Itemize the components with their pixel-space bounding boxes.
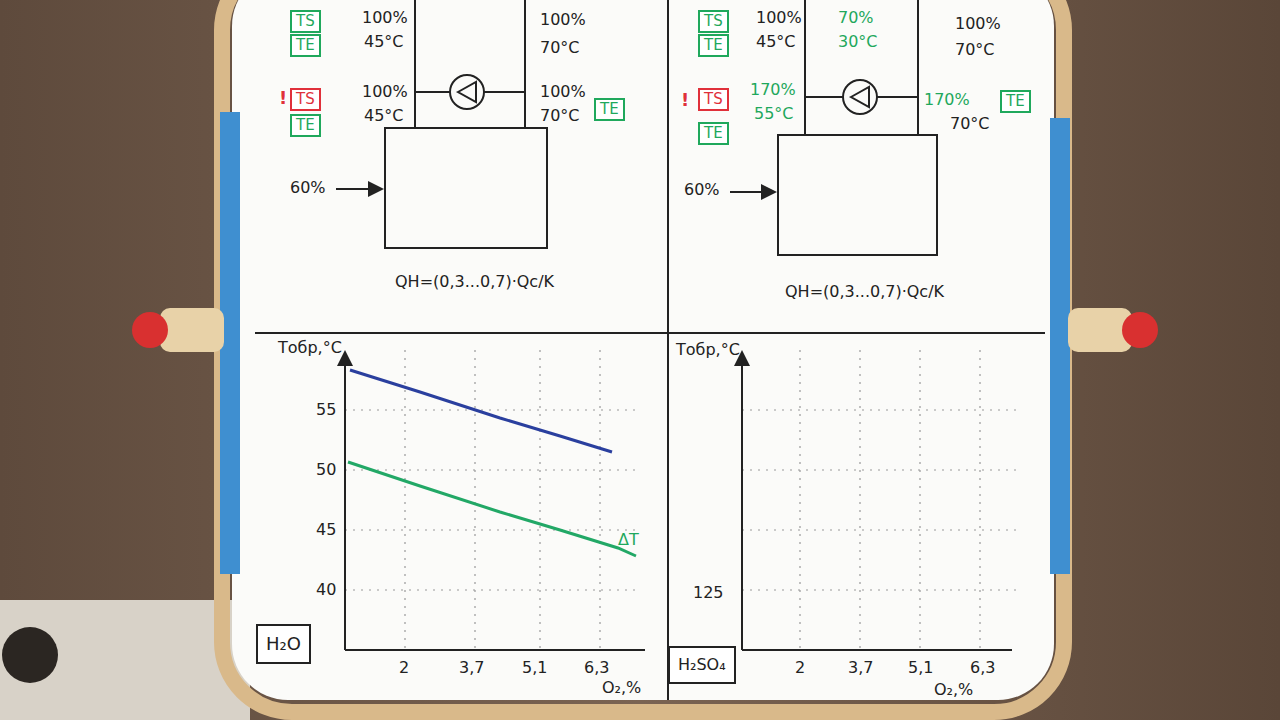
board-label: 45°C (364, 32, 404, 52)
board-label: O₂,% (602, 678, 641, 698)
knob (1122, 312, 1158, 348)
board-label: 70°C (950, 114, 990, 134)
sensor-tag: TE (290, 114, 321, 137)
board-label: O₂,% (934, 680, 973, 700)
board-label: 3,7 (848, 658, 873, 678)
board-label: 70°C (540, 106, 580, 126)
board-label: 6,3 (584, 658, 609, 678)
board-label: 100% (540, 82, 586, 102)
sensor-name: TE (296, 37, 315, 54)
wood-frame (222, 0, 1064, 712)
chart (742, 350, 1020, 650)
board-label: 55 (316, 400, 336, 420)
boiler-scheme (336, 0, 547, 248)
board-label: 45 (316, 520, 336, 540)
board-label: 170% (924, 90, 970, 110)
medium-name: H₂SO₄ (678, 656, 726, 674)
board-label: 5,1 (908, 658, 933, 678)
medium-box: H₂O (256, 624, 311, 664)
sensor-tag: TS (698, 88, 729, 111)
sensor-tag: TE (290, 34, 321, 57)
board-label: 100% (955, 14, 1001, 34)
medium-name: H₂O (266, 634, 301, 654)
divider (255, 332, 1045, 334)
divider (667, 0, 669, 700)
board-label: 100% (540, 10, 586, 30)
sensor-tag: TE (594, 98, 625, 121)
blue-strip (1050, 118, 1070, 574)
sensor-tag: TS (698, 10, 729, 33)
board-label: 6,3 (970, 658, 995, 678)
board-label: 100% (362, 82, 408, 102)
sensor-name: TS (296, 91, 315, 108)
board-label: 70% (838, 8, 874, 28)
board-label: 5,1 (522, 658, 547, 678)
chart (345, 350, 645, 650)
sensor-tag: TS (290, 10, 321, 33)
sensor-name: TE (704, 125, 723, 142)
board (232, 0, 1054, 700)
board-label: 55°C (754, 104, 794, 124)
sensor-name: TS (296, 13, 315, 30)
boiler-scheme (730, 0, 937, 255)
board-label: 170% (750, 80, 796, 100)
board-label: 70°C (955, 40, 995, 60)
board-label: Tобр,°C (676, 340, 740, 360)
sensor-name: TS (704, 13, 723, 30)
object (2, 627, 58, 683)
sensor-name: TE (600, 101, 619, 118)
board-label: 45°C (756, 32, 796, 52)
board-label: 60% (684, 180, 720, 200)
board-label: QH=(0,3...0,7)·Qc/K (395, 272, 554, 292)
board-label: 70°C (540, 38, 580, 58)
sensor-tag: TE (698, 122, 729, 145)
board-label: 30°C (838, 32, 878, 52)
board-label: 2 (399, 658, 409, 678)
board-label: ΔT (618, 530, 639, 550)
board-label: 45°C (364, 106, 404, 126)
table (0, 600, 250, 720)
board-label: ! (279, 88, 287, 108)
knob (132, 312, 168, 348)
board-label: 50 (316, 460, 336, 480)
medium-box: H₂SO₄ (668, 646, 736, 684)
sensor-name: TE (1006, 93, 1025, 110)
sensor-tag: TS (290, 88, 321, 111)
board-label: 60% (290, 178, 326, 198)
board-label: 3,7 (459, 658, 484, 678)
board-label: 2 (795, 658, 805, 678)
sensor-tag: TE (698, 34, 729, 57)
board-label: ! (681, 90, 689, 110)
sensor-name: TE (296, 117, 315, 134)
board-label: 125 (693, 583, 724, 603)
board-label: QH=(0,3...0,7)·Qc/K (785, 282, 944, 302)
board-label: 40 (316, 580, 336, 600)
sensor-name: TS (704, 91, 723, 108)
stand (160, 308, 224, 352)
board-label: 100% (362, 8, 408, 28)
sensor-tag: TE (1000, 90, 1031, 113)
board-label: 100% (756, 8, 802, 28)
board-label: Tобр,°C (278, 338, 342, 358)
sensor-name: TE (704, 37, 723, 54)
